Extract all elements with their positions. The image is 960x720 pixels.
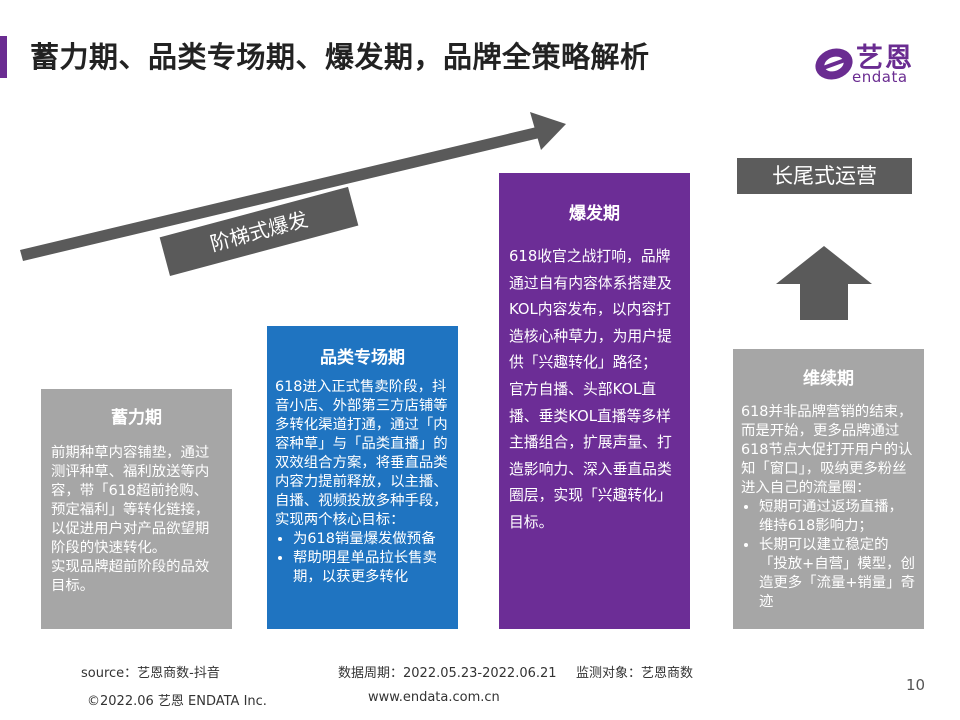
stage-text: 前期种草内容铺垫，通过测评种草、福利放送等内容，带「618超前抢购、预定福利」等…: [51, 445, 210, 556]
stage-text: 实现品牌超前阶段的品效目标。: [51, 559, 210, 594]
logo-sub: endata: [852, 68, 908, 86]
stage-text: 618进入正式售卖阶段，抖音小店、外部第三方店铺等多转化渠道打通，通过「内容种草…: [275, 379, 448, 528]
stage-title: 维续期: [803, 369, 854, 389]
stage-bullet: 长期可以建立稳定的「投放+自营」模型，创造更多「流量+销量」奇迹: [759, 536, 916, 612]
stage-bullet: 短期可通过返场直播，维持618影响力；: [759, 498, 916, 536]
logo-name: 艺恩: [856, 43, 914, 74]
stage-title: 蓄力期: [111, 408, 162, 428]
stage-card-category: 品类专场期 618进入正式售卖阶段，抖音小店、外部第三方店铺等多转化渠道打通，通…: [267, 326, 458, 629]
stage-bullet: 为618销量爆发做预备: [293, 530, 450, 549]
stage-bullets: 为618销量爆发做预备 帮助明星单品拉长售卖期，以获更多转化: [275, 530, 450, 587]
stage-text: 官方自播、头部KOL直播、垂类KOL直播等多样主播组合，扩展声量、打造影响力、深…: [509, 380, 672, 531]
footer-copyright: ©2022.06 艺恩 ENDATA Inc.: [87, 694, 267, 709]
stage-text: 618并非品牌营销的结束，而是开始，更多品牌通过618节点大促打开用户的认知「窗…: [741, 404, 913, 496]
footer-website[interactable]: www.endata.com.cn: [368, 690, 500, 705]
stage-card-sustain: 维续期 618并非品牌营销的结束，而是开始，更多品牌通过618节点大促打开用户的…: [733, 349, 924, 629]
growth-arrow: [20, 112, 566, 261]
stage-card-burst: 爆发期 618收官之战打响，品牌通过自有内容体系搭建及KOL内容发布，以内容打造…: [499, 173, 690, 629]
stage-title: 爆发期: [569, 204, 620, 224]
stage-card-accumulate: 蓄力期 前期种草内容铺垫，通过测评种草、福利放送等内容，带「618超前抢购、预定…: [41, 389, 232, 629]
stage-text: 618收官之战打响，品牌通过自有内容体系搭建及KOL内容发布，以内容打造核心种草…: [509, 248, 672, 372]
long-tail-label: 长尾式运营: [737, 158, 912, 194]
up-arrow-icon: [776, 246, 872, 320]
page-title: 蓄力期、品类专场期、爆发期，品牌全策略解析: [30, 40, 650, 74]
footer-period: 数据周期：2022.05.23-2022.06.21: [338, 666, 557, 681]
footer-monitor: 监测对象：艺恩商数: [576, 666, 694, 681]
footer-source: source：艺恩商数-抖音: [81, 666, 220, 681]
stage-bullets: 短期可通过返场直播，维持618影响力； 长期可以建立稳定的「投放+自营」模型，创…: [741, 498, 916, 612]
endata-logo: 艺恩 endata: [812, 40, 932, 88]
stage-bullet: 帮助明星单品拉长售卖期，以获更多转化: [293, 549, 450, 587]
logo-e-icon: [815, 48, 853, 80]
page-number: 10: [906, 676, 926, 694]
stage-title: 品类专场期: [320, 348, 405, 368]
title-accent-bar: [0, 36, 7, 78]
